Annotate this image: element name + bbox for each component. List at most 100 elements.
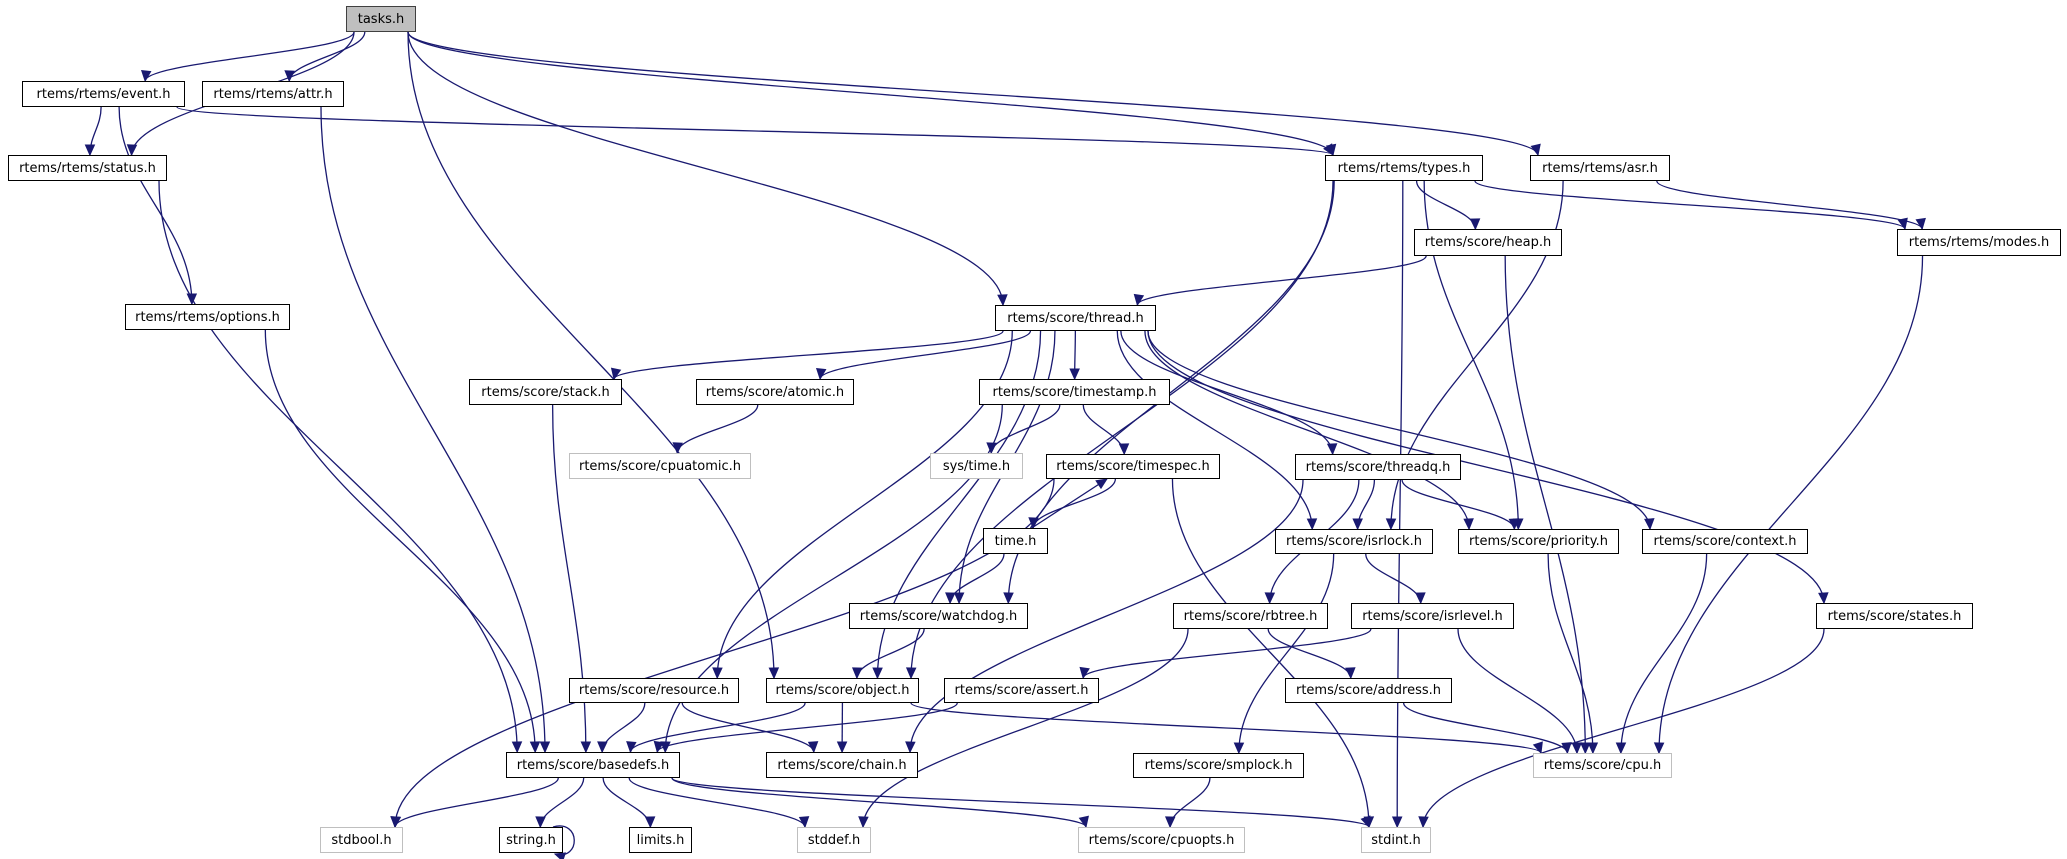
edge-arrowhead xyxy=(1587,742,1599,755)
node-event[interactable]: rtems/rtems/event.h xyxy=(22,81,185,107)
node-label: limits.h xyxy=(636,832,685,848)
edge-tasks-to-asr xyxy=(407,31,1539,156)
node-limits[interactable]: limits.h xyxy=(629,827,692,853)
node-label: rtems/score/smplock.h xyxy=(1144,758,1293,773)
node-thread[interactable]: rtems/score/thread.h xyxy=(995,305,1156,331)
node-isrlevel[interactable]: rtems/score/isrlevel.h xyxy=(1351,603,1514,629)
node-heap[interactable]: rtems/score/heap.h xyxy=(1414,229,1562,256)
node-atomic[interactable]: rtems/score/atomic.h xyxy=(696,379,854,405)
node-systime: sys/time.h xyxy=(930,453,1023,479)
node-label: rtems/score/context.h xyxy=(1653,534,1797,549)
edge-arrowhead xyxy=(1323,143,1334,157)
node-rbtree[interactable]: rtems/score/rbtree.h xyxy=(1173,603,1328,629)
edge-timespec-to-time xyxy=(1032,478,1117,529)
node-label: rtems/rtems/options.h xyxy=(135,309,280,325)
node-time[interactable]: time.h xyxy=(983,528,1048,554)
edge-arrowhead xyxy=(1385,518,1397,531)
node-cpu: rtems/score/cpu.h xyxy=(1533,753,1672,778)
node-smplock[interactable]: rtems/score/smplock.h xyxy=(1133,753,1304,778)
node-label: rtems/score/address.h xyxy=(1295,683,1441,698)
node-string[interactable]: string.h xyxy=(499,827,563,853)
node-types[interactable]: rtems/rtems/types.h xyxy=(1325,155,1483,181)
node-address[interactable]: rtems/score/address.h xyxy=(1285,678,1452,703)
edge-arrowhead xyxy=(1463,518,1474,531)
node-resource[interactable]: rtems/score/resource.h xyxy=(569,678,739,703)
node-label: rtems/score/thread.h xyxy=(1007,310,1144,326)
edge-arrowhead xyxy=(539,741,551,754)
edge-arrowhead xyxy=(626,741,637,754)
edge-arrowhead xyxy=(1233,742,1245,755)
node-stack[interactable]: rtems/score/stack.h xyxy=(469,379,622,405)
edge-arrowhead xyxy=(1003,592,1014,605)
node-isrlock[interactable]: rtems/score/isrlock.h xyxy=(1275,529,1433,554)
edge-arrowhead xyxy=(953,592,965,605)
edge-heap-to-thread xyxy=(1136,255,1427,306)
node-basedefs[interactable]: rtems/score/basedefs.h xyxy=(506,752,680,778)
edge-arrowhead xyxy=(653,740,665,754)
edge-arrowhead xyxy=(553,852,567,859)
node-object[interactable]: rtems/score/object.h xyxy=(766,678,919,703)
edge-arrowhead xyxy=(390,816,402,829)
edge-arrowhead xyxy=(768,667,780,680)
node-label: rtems/score/timespec.h xyxy=(1056,459,1210,474)
edge-states-to-stdint xyxy=(1422,628,1825,828)
node-asr[interactable]: rtems/rtems/asr.h xyxy=(1530,155,1670,181)
edge-arrowhead xyxy=(1360,815,1371,829)
edge-arrowhead xyxy=(1644,518,1655,531)
edge-event-to-options xyxy=(118,106,193,305)
edge-priority-to-cpu xyxy=(1547,553,1594,754)
edge-modes-to-cpu xyxy=(1658,255,1924,754)
node-attr[interactable]: rtems/rtems/attr.h xyxy=(202,81,344,107)
edge-basedefs-to-string xyxy=(539,777,585,828)
node-tasks[interactable]: tasks.h xyxy=(346,6,416,32)
node-status[interactable]: rtems/rtems/status.h xyxy=(8,155,167,181)
edge-arrowhead xyxy=(529,741,541,754)
edge-arrowhead xyxy=(858,816,869,829)
node-timespec[interactable]: rtems/score/timespec.h xyxy=(1046,454,1220,479)
edge-arrowhead xyxy=(1532,741,1543,755)
edge-isrlevel-to-assert xyxy=(1082,628,1372,679)
node-threadq[interactable]: rtems/score/threadq.h xyxy=(1295,454,1461,480)
edge-arrowhead xyxy=(997,294,1008,307)
edge-arrowhead xyxy=(1164,816,1176,829)
edge-resource-to-chain xyxy=(681,702,815,753)
edge-arrowhead xyxy=(1352,518,1363,531)
node-states[interactable]: rtems/score/states.h xyxy=(1816,603,1973,629)
node-label: rtems/score/assert.h xyxy=(954,683,1089,698)
edge-assert-to-basedefs xyxy=(656,702,958,753)
edge-basedefs-to-stdbool xyxy=(394,777,559,828)
node-label: rtems/rtems/attr.h xyxy=(213,86,333,102)
node-label: stdbool.h xyxy=(331,832,392,848)
node-label: rtems/score/timestamp.h xyxy=(992,384,1157,400)
edge-basedefs-to-stddef xyxy=(628,777,806,828)
edge-status-to-basedefs xyxy=(158,180,518,753)
node-watchdog[interactable]: rtems/score/watchdog.h xyxy=(849,603,1028,629)
edge-arrowhead xyxy=(1133,293,1145,307)
node-chain[interactable]: rtems/score/chain.h xyxy=(766,752,918,778)
edge-timespec-to-stdint xyxy=(1171,478,1370,828)
edge-arrowhead xyxy=(1818,592,1829,605)
node-context[interactable]: rtems/score/context.h xyxy=(1642,529,1808,554)
edge-rbtree-to-address xyxy=(1267,628,1352,679)
node-modes[interactable]: rtems/rtems/modes.h xyxy=(1897,229,2061,256)
edge-object-to-cpu xyxy=(910,702,1542,754)
edge-arrowhead xyxy=(815,367,827,381)
edge-types-to-stdint xyxy=(1396,180,1404,828)
edge-isrlock-to-isrlevel xyxy=(1365,553,1422,604)
node-assert[interactable]: rtems/score/assert.h xyxy=(944,678,1099,703)
node-label: rtems/score/priority.h xyxy=(1469,534,1608,549)
edge-arrowhead xyxy=(1915,217,1926,231)
node-label: rtems/score/atomic.h xyxy=(705,384,845,400)
edge-arrowhead xyxy=(1418,816,1429,829)
edge-basedefs-to-limits xyxy=(602,777,652,828)
node-cpuatomic: rtems/score/cpuatomic.h xyxy=(569,453,751,479)
node-options[interactable]: rtems/rtems/options.h xyxy=(125,304,290,330)
node-priority[interactable]: rtems/score/priority.h xyxy=(1458,529,1619,554)
edge-arrowhead xyxy=(511,741,523,754)
node-label: stdint.h xyxy=(1371,832,1421,848)
edge-basedefs-to-stdint xyxy=(671,777,1370,828)
node-timestamp[interactable]: rtems/score/timestamp.h xyxy=(979,379,1170,405)
edge-arrowhead xyxy=(672,442,683,455)
edge-attr-to-basedefs xyxy=(320,106,546,753)
node-label: rtems/score/cpu.h xyxy=(1543,758,1662,773)
